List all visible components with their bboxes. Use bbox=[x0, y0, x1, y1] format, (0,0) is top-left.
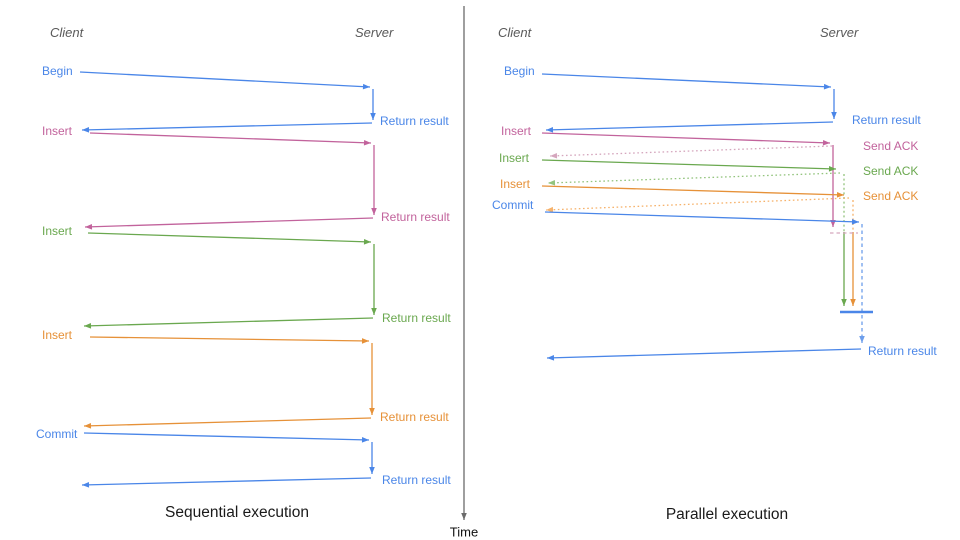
arrowhead bbox=[363, 139, 371, 146]
arrowhead bbox=[828, 165, 836, 172]
time-axis-line bbox=[461, 6, 467, 520]
send-ack-arrow bbox=[547, 172, 841, 186]
server-processing-line bbox=[371, 145, 377, 215]
send-ack-arrow bbox=[549, 145, 833, 159]
insert-request-arrow bbox=[541, 159, 837, 172]
arrowhead bbox=[836, 191, 844, 198]
arrowhead bbox=[550, 152, 558, 159]
arrowhead bbox=[371, 308, 377, 315]
server-processing-line bbox=[369, 343, 375, 415]
return-result-arrow bbox=[546, 348, 862, 361]
caption-parallel-execution: Parallel execution bbox=[665, 506, 789, 523]
arrowhead bbox=[547, 355, 555, 361]
server-processing-line bbox=[831, 89, 837, 119]
insert-request-arrow bbox=[541, 132, 831, 146]
commit-request-arrow bbox=[544, 211, 860, 225]
server-processing-line bbox=[850, 232, 856, 306]
arrowhead bbox=[362, 83, 370, 90]
server-processing-line bbox=[369, 442, 375, 474]
arrowhead bbox=[548, 179, 556, 186]
arrowhead bbox=[84, 423, 92, 429]
arrowhead bbox=[823, 83, 831, 90]
insert-request-arrow bbox=[87, 232, 372, 245]
return-result-arrow bbox=[81, 122, 373, 133]
arrowhead bbox=[82, 482, 90, 488]
server-processing-line bbox=[841, 232, 847, 306]
arrowhead bbox=[546, 206, 554, 213]
insert-request-arrow bbox=[89, 132, 372, 146]
arrowhead bbox=[841, 299, 847, 306]
return-result-arrow bbox=[83, 417, 372, 429]
arrowhead bbox=[859, 336, 865, 343]
caption-sequential-execution: Sequential execution bbox=[165, 504, 309, 521]
send-ack-arrow bbox=[545, 197, 850, 213]
server-processing-line bbox=[371, 244, 377, 315]
insert-request-arrow bbox=[89, 336, 370, 344]
arrowhead bbox=[369, 467, 375, 474]
server-processing-line bbox=[370, 89, 376, 120]
arrowhead bbox=[369, 408, 375, 415]
commit-wait-line bbox=[859, 224, 865, 343]
return-result-arrow bbox=[84, 217, 374, 230]
arrowhead bbox=[361, 338, 369, 344]
return-result-arrow bbox=[83, 317, 374, 329]
arrowhead bbox=[363, 238, 371, 245]
commit-request-arrow bbox=[83, 432, 370, 443]
arrowhead bbox=[822, 139, 830, 146]
arrowhead bbox=[361, 437, 369, 443]
begin-request-arrow bbox=[79, 71, 371, 90]
begin-request-arrow bbox=[541, 73, 832, 90]
arrowhead bbox=[851, 218, 859, 225]
server-processing-line bbox=[830, 145, 836, 227]
insert-request-arrow bbox=[541, 185, 845, 198]
arrowhead bbox=[371, 208, 377, 215]
time-axis-label: Time bbox=[449, 524, 479, 540]
return-result-arrow bbox=[81, 477, 372, 488]
arrowhead bbox=[546, 127, 554, 133]
arrowhead bbox=[831, 112, 837, 119]
arrowhead bbox=[461, 513, 467, 520]
return-result-arrow bbox=[545, 121, 834, 133]
arrowhead bbox=[850, 299, 856, 306]
arrowhead bbox=[84, 323, 92, 329]
arrowhead bbox=[370, 113, 376, 120]
arrowhead bbox=[82, 127, 90, 133]
arrowhead bbox=[85, 223, 93, 230]
